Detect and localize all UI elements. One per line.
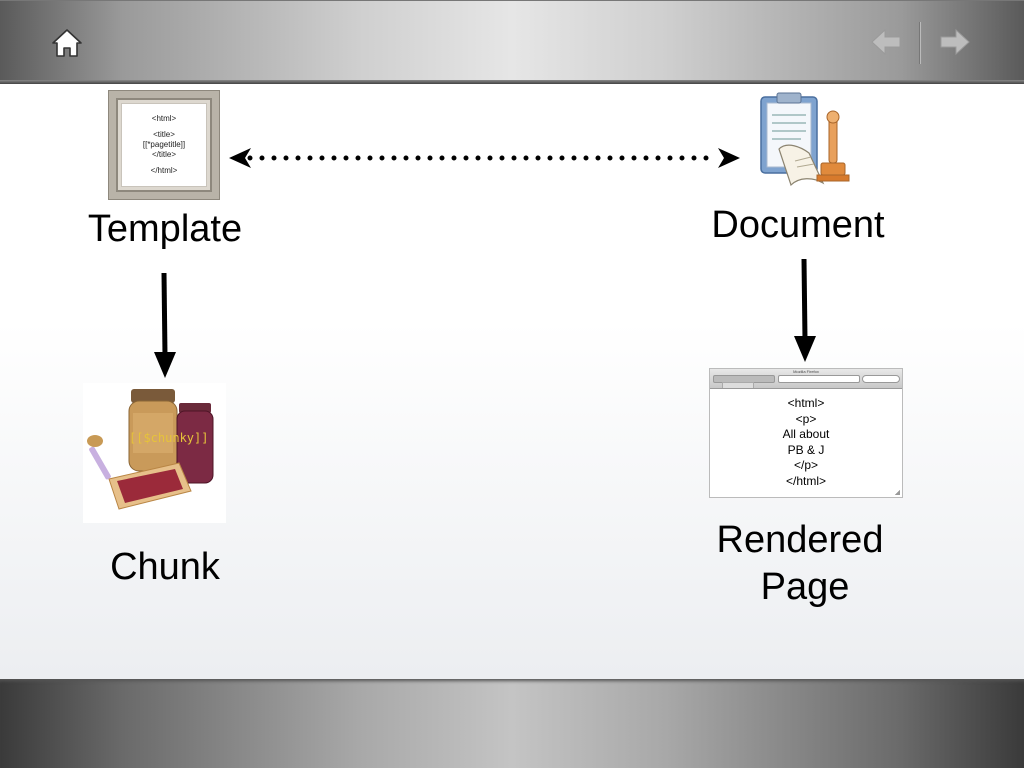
chunk-tag-text: [[$chunky]] [129,431,209,445]
rendered-content: <html> <p> All about PB & J </p> </html> [710,396,902,490]
template-document-dotted-arrow [229,148,740,168]
browser-tab [722,382,754,388]
chunk-label: Chunk [110,546,220,588]
rendered-line: <html> [787,396,825,410]
document-label: Document [711,204,885,246]
peanut-butter-jelly-icon: [[$chunky]] [83,383,226,523]
rendered-line: PB & J [787,442,825,457]
template-code-line: </title> [151,150,176,159]
rendered-page-screenshot: Mozilla Firefox <html> <p> All about PB … [709,368,903,498]
template-code-line: <title> [153,130,175,139]
rendered-page-label-line2: Page [760,566,850,608]
resize-grip [895,490,900,495]
template-code: <html> <title> [[*pagetitle]] </title> <… [121,103,207,187]
template-label: Template [87,208,243,250]
document-rendered-arrow [794,258,816,362]
bottom-toolbar [0,679,1024,768]
rendered-line: <p> [795,411,817,426]
template-chunk-arrow [154,272,176,378]
rendered-line: </p> [793,458,819,473]
rendered-line: All about [782,427,830,442]
top-toolbar [0,0,1024,84]
arrow-left-icon[interactable] [869,27,903,57]
home-icon[interactable] [50,27,84,59]
clipboard-document-icon [757,91,853,191]
template-code-line: <html> [151,114,177,123]
arrow-right-icon[interactable] [938,27,972,57]
template-code-line: [[*pagetitle]] [142,140,186,149]
nav-divider [919,22,921,64]
rendered-line: </html> [785,473,827,488]
rendered-page-label-line1: Rendered [716,519,884,561]
browser-search-bar [862,375,900,383]
browser-url-bar [778,375,860,383]
template-code-line: </html> [150,166,178,175]
browser-chrome: Mozilla Firefox [710,369,902,389]
browser-title: Mozilla Firefox [793,369,819,374]
template-image: <html> <title> [[*pagetitle]] </title> <… [109,91,219,199]
